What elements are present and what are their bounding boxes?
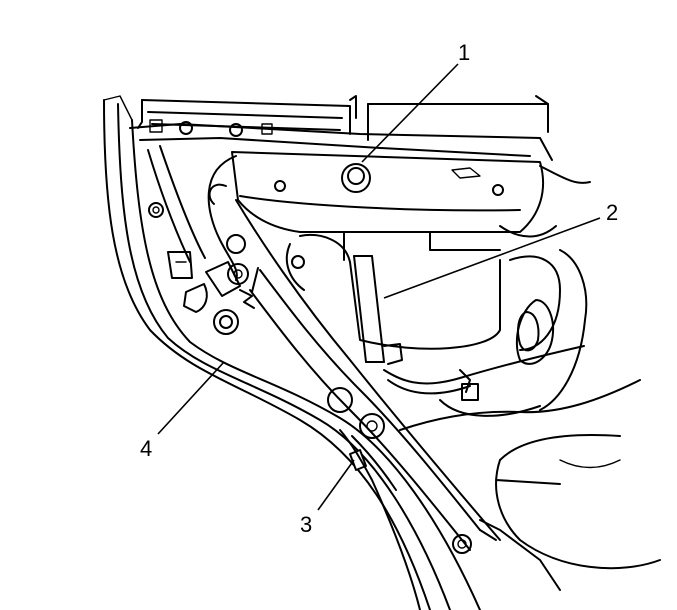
diagonal-beam [235, 199, 501, 554]
grommet [341, 163, 371, 193]
callout-1-leader [361, 63, 459, 163]
callout-4-leader [157, 361, 225, 435]
callout-2-label: 2 [606, 200, 618, 225]
callout-4-label: 4 [140, 436, 152, 461]
lower-cable [383, 345, 585, 417]
upper-window-channel [129, 95, 553, 161]
callout-2-leader [383, 217, 601, 299]
callout-3-leader [317, 459, 355, 511]
lower-right-structure [399, 379, 661, 591]
callout-3-label: 3 [300, 512, 312, 537]
clip [339, 429, 421, 610]
regulator-bracket [231, 151, 544, 261]
callout-1-label: 1 [458, 40, 470, 65]
door-inner-panel [147, 145, 255, 335]
door-outer-frame [103, 95, 481, 610]
window-regulator-rail [353, 255, 403, 365]
top-rail-fasteners [149, 119, 273, 137]
wire-harness [207, 155, 591, 281]
door-access-opening [285, 225, 588, 411]
